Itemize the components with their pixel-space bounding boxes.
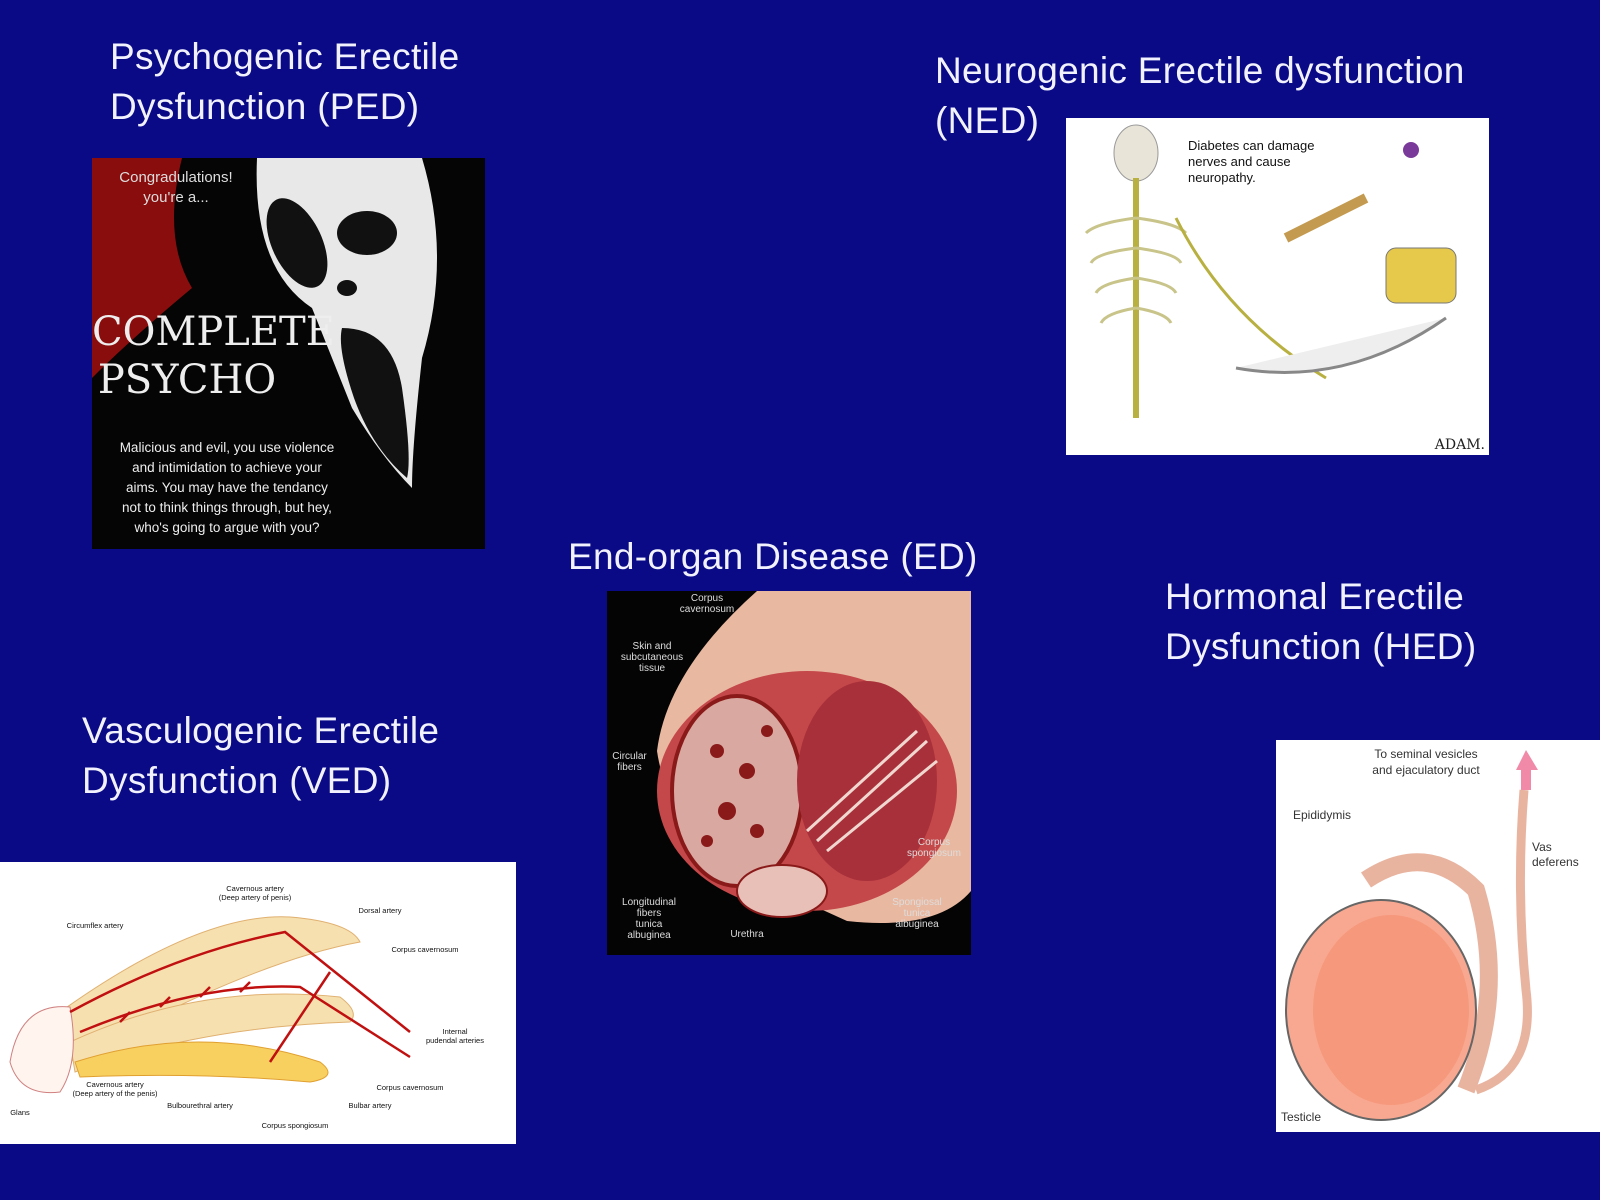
ed-image: Corpus cavernosum Skin and subcutaneous … [607, 591, 971, 955]
title-hed: Hormonal Erectile Dysfunction (HED) [1165, 576, 1477, 667]
nervous-system-illustration [1084, 124, 1457, 418]
ed-label-spongiosal: Spongiosal tunica albuginea [892, 897, 942, 930]
ped-image: Congradulations! you're a... COMPLETE PS… [92, 158, 485, 549]
ved-label-4: Internal pudendal arteries [426, 1027, 484, 1045]
penile-arteries-illustration [9, 916, 411, 1094]
ved-label-5: Corpus cavernosum [376, 1083, 444, 1092]
ved-label-0: Cavernous artery (Deep artery of penis) [218, 884, 292, 902]
ed-label-skin: Skin and subcutaneous tissue [620, 641, 684, 674]
ved-label-9: Bulbar artery [348, 1101, 392, 1110]
adam-logo: ADAM. [1434, 437, 1485, 453]
ved-label-7: Glans [10, 1108, 30, 1117]
cross-section-illustration [657, 591, 971, 923]
title-ed: End-organ Disease (ED) [568, 536, 978, 577]
ed-label-circular-fibers: Circular fibers [612, 751, 647, 773]
ved-label-10: Corpus spongiosum [261, 1121, 329, 1130]
title-ned: Neurogenic Erectile dysfunction (NED) [935, 50, 1465, 141]
ed-label-corpus-cavernosum: Corpus cavernosum [679, 593, 735, 615]
ghost-mask-illustration [92, 158, 437, 488]
hed-label-testicle: Testicle [1280, 1110, 1321, 1124]
ned-image: Diabetes can damage nerves and cause neu… [1066, 118, 1489, 455]
ed-label-longitudinal: Longitudinal fibers tunica albuginea [622, 897, 676, 941]
hed-image: To seminal vesicles and ejaculatory duct… [1276, 740, 1600, 1132]
testicle-illustration [1285, 750, 1538, 1121]
ved-label-6: Cavernous artery (Deep artery of the pen… [72, 1080, 158, 1098]
ped-body-text: Malicious and evil, you use violence and… [119, 440, 335, 535]
title-ped: Psychogenic Erectile Dysfunction (PED) [110, 36, 460, 127]
ved-image: Cavernous artery (Deep artery of penis) … [0, 862, 516, 1144]
hed-label-epididymis: Epididymis [1292, 808, 1352, 822]
ed-label-corpus-spongiosum: Corpus spongiosum [907, 837, 961, 859]
title-ved: Vasculogenic Erectile Dysfunction (VED) [82, 710, 440, 801]
ved-label-8: Bulbourethral artery [167, 1101, 233, 1110]
ped-top-text: Congradulations! you're a... [119, 169, 233, 206]
ped-headline: COMPLETE PSYCHO [92, 309, 335, 403]
ved-label-3: Corpus cavernosum [391, 945, 459, 954]
hed-label-seminal: To seminal vesicles and ejaculatory duct [1372, 747, 1480, 777]
ed-label-urethra: Urethra [730, 929, 764, 940]
ved-label-1: Dorsal artery [358, 906, 402, 915]
hed-label-vas-deferens: Vas deferens [1532, 840, 1579, 869]
ved-label-2: Circumflex artery [66, 921, 124, 930]
ned-caption: Diabetes can damage nerves and cause neu… [1188, 138, 1315, 185]
